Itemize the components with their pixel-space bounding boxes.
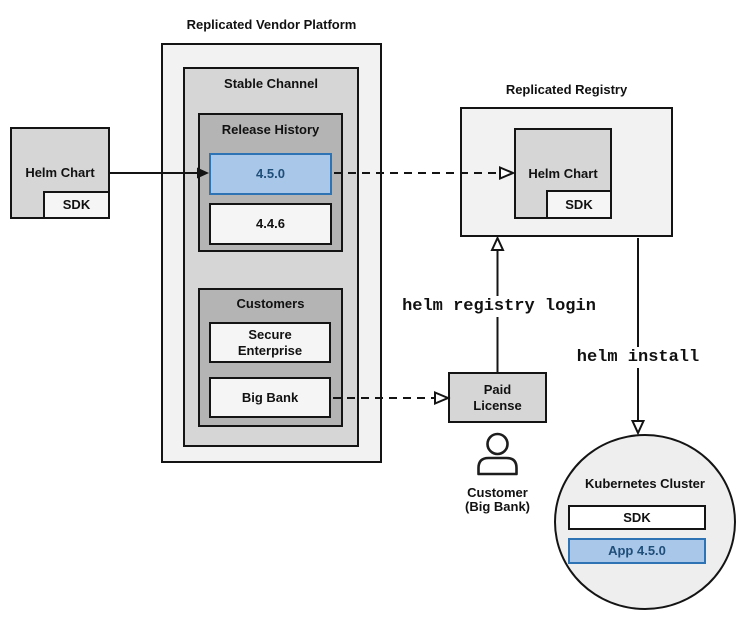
- customer-big-bank-label: Big Bank: [241, 389, 299, 405]
- helm-chart-box: Helm Chart SDK: [10, 127, 110, 219]
- registry-helm-chart-label: Helm Chart: [528, 165, 598, 181]
- release-446-label: 4.4.6: [256, 216, 285, 232]
- registry-sdk-label: SDK: [565, 196, 593, 212]
- release-450-label: 4.5.0: [256, 166, 285, 182]
- customer-caption: Customer (Big Bank): [447, 486, 548, 513]
- stable-channel-label: Stable Channel: [224, 76, 318, 91]
- release-history-label: Release History: [221, 122, 320, 137]
- kubernetes-cluster-label: Kubernetes Cluster: [585, 476, 705, 491]
- kubernetes-sdk-label: SDK: [623, 509, 651, 525]
- kubernetes-sdk-box: SDK: [568, 505, 706, 530]
- kubernetes-app-box: App 4.5.0: [568, 538, 706, 564]
- kubernetes-app-label: App 4.5.0: [608, 543, 666, 559]
- registry-title: Replicated Registry: [505, 82, 628, 97]
- customer-caption-line2: (Big Bank): [465, 498, 530, 514]
- registry-helm-chart-box: Helm Chart SDK: [514, 128, 612, 219]
- helm-registry-login-command: helm registry login: [391, 296, 607, 317]
- customer-icon: [477, 432, 518, 476]
- paid-license-label: Paid License: [473, 382, 522, 413]
- registry-sdk-box: SDK: [546, 190, 612, 219]
- customer-caption-line1: Customer: [467, 485, 528, 500]
- arrow-registry-to-cluster: [630, 238, 646, 436]
- release-446-box: 4.4.6: [209, 203, 332, 245]
- customer-secure-enterprise-label: Secure Enterprise: [237, 327, 303, 358]
- helm-chart-sdk-label: SDK: [62, 197, 91, 213]
- paid-license-box: Paid License: [448, 372, 547, 423]
- release-450-box: 4.5.0: [209, 153, 332, 195]
- helm-chart-label: Helm Chart: [25, 165, 95, 181]
- helm-install-command: helm install: [576, 347, 700, 368]
- customer-secure-enterprise-box: Secure Enterprise: [209, 322, 331, 363]
- customers-label: Customers: [236, 296, 305, 311]
- customer-big-bank-box: Big Bank: [209, 377, 331, 418]
- vendor-platform-title: Replicated Vendor Platform: [186, 17, 357, 32]
- helm-chart-sdk-box: SDK: [43, 191, 110, 219]
